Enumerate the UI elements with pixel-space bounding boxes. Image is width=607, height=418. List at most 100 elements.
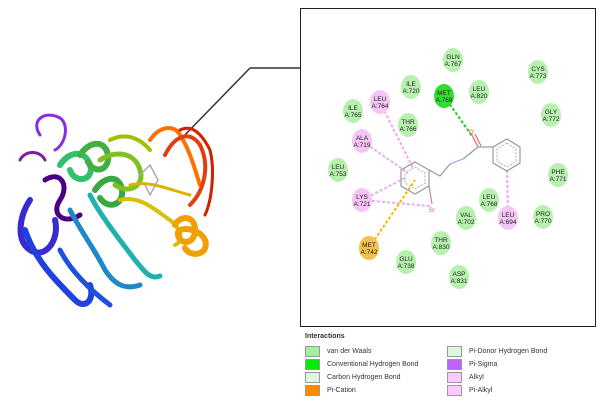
residue-name: THR <box>434 237 448 244</box>
interaction-bond <box>379 101 414 169</box>
residue-disc <box>548 163 568 187</box>
residue-disc <box>479 188 499 212</box>
residue-disc <box>431 231 451 255</box>
interaction-diagram-frame <box>300 8 596 327</box>
legend-item: Pi-Sigma <box>447 359 497 370</box>
residue-id: A:702 <box>458 219 475 226</box>
residue-disc <box>498 206 518 230</box>
residue-id: A:771 <box>550 176 567 183</box>
residue-id: A:831 <box>451 278 468 285</box>
legend-swatch <box>447 385 462 396</box>
residue-disc <box>434 84 454 108</box>
residue-disc <box>396 250 416 274</box>
residue-id: A:720 <box>403 88 420 95</box>
protein-ribbon-structure <box>17 67 300 308</box>
residue-id: A:830 <box>433 244 450 251</box>
residue-disc <box>359 236 379 260</box>
ligand-structure <box>400 133 521 205</box>
residue-name: ALA <box>356 135 369 142</box>
residue-name: LEU <box>374 96 387 103</box>
residue-name: GLU <box>399 256 413 263</box>
legend-label: Pi-Donor Hydrogen Bond <box>469 348 548 355</box>
legend-label: Carbon Hydrogen Bond <box>327 374 401 381</box>
legend-item: Pi-Alkyl <box>447 385 492 396</box>
residue-name: PHE <box>551 169 565 176</box>
residue-disc <box>328 158 348 182</box>
legend-item: Conventional Hydrogen Bond <box>305 359 418 370</box>
interaction-bond <box>506 167 509 219</box>
residue-disc <box>533 205 553 229</box>
residue-name: LYS <box>356 194 368 201</box>
legend-label: Alkyl <box>469 374 484 381</box>
residue-name: ASP <box>452 271 465 278</box>
interaction-bond <box>361 140 409 174</box>
legend-label: Pi-Cation <box>327 387 356 394</box>
residue-id: A:820 <box>471 93 488 100</box>
residue-disc <box>541 103 561 127</box>
residue-disc <box>343 99 363 123</box>
legend-item: Pi-Donor Hydrogen Bond <box>447 346 547 357</box>
residue-id: A:738 <box>398 263 415 270</box>
legend-swatch <box>447 372 462 383</box>
residue-name: PRO <box>536 211 550 218</box>
residue-name: GLN <box>446 54 460 61</box>
residue-id: A:769 <box>436 97 453 104</box>
legend-item: Pi-Cation <box>305 385 356 396</box>
pyridine-ring <box>492 138 521 172</box>
residue-id: A:767 <box>445 61 462 68</box>
residue-name: LEU <box>473 86 486 93</box>
residue-disc <box>398 113 418 137</box>
residue-id: A:719 <box>354 142 371 149</box>
oxygen-atom: O <box>469 130 474 136</box>
residue-id: A:742 <box>361 249 378 256</box>
interaction-bond <box>361 177 406 201</box>
legend-swatch <box>305 359 320 370</box>
legend-label: Conventional Hydrogen Bond <box>327 361 419 368</box>
residue-id: A:772 <box>543 116 560 123</box>
legend-title: Interactions <box>305 333 345 340</box>
residue-name: THR <box>401 119 415 126</box>
residue-disc <box>456 206 476 230</box>
residue-name: ILE <box>406 81 416 88</box>
residue-name: LEU <box>332 164 345 171</box>
interaction-bond <box>368 179 416 249</box>
residue-name: LEU <box>483 194 496 201</box>
residue-name: LEU <box>502 212 515 219</box>
residue-name: MET <box>437 90 451 97</box>
interaction-bond <box>361 199 431 207</box>
residue-id: A:694 <box>500 219 517 226</box>
legend-swatch <box>305 346 320 357</box>
residue-disc <box>449 265 469 289</box>
residue-name: ILE <box>348 105 358 112</box>
legend-swatch <box>447 346 462 357</box>
residue-disc <box>528 60 548 84</box>
residue-id: A:768 <box>481 201 498 208</box>
residue-disc <box>352 188 372 212</box>
residue-disc <box>352 129 372 153</box>
legend-swatch <box>305 372 320 383</box>
legend-label: Pi-Alkyl <box>469 387 493 394</box>
legend-label: van der Waals <box>327 348 372 355</box>
residue-disc <box>443 48 463 72</box>
